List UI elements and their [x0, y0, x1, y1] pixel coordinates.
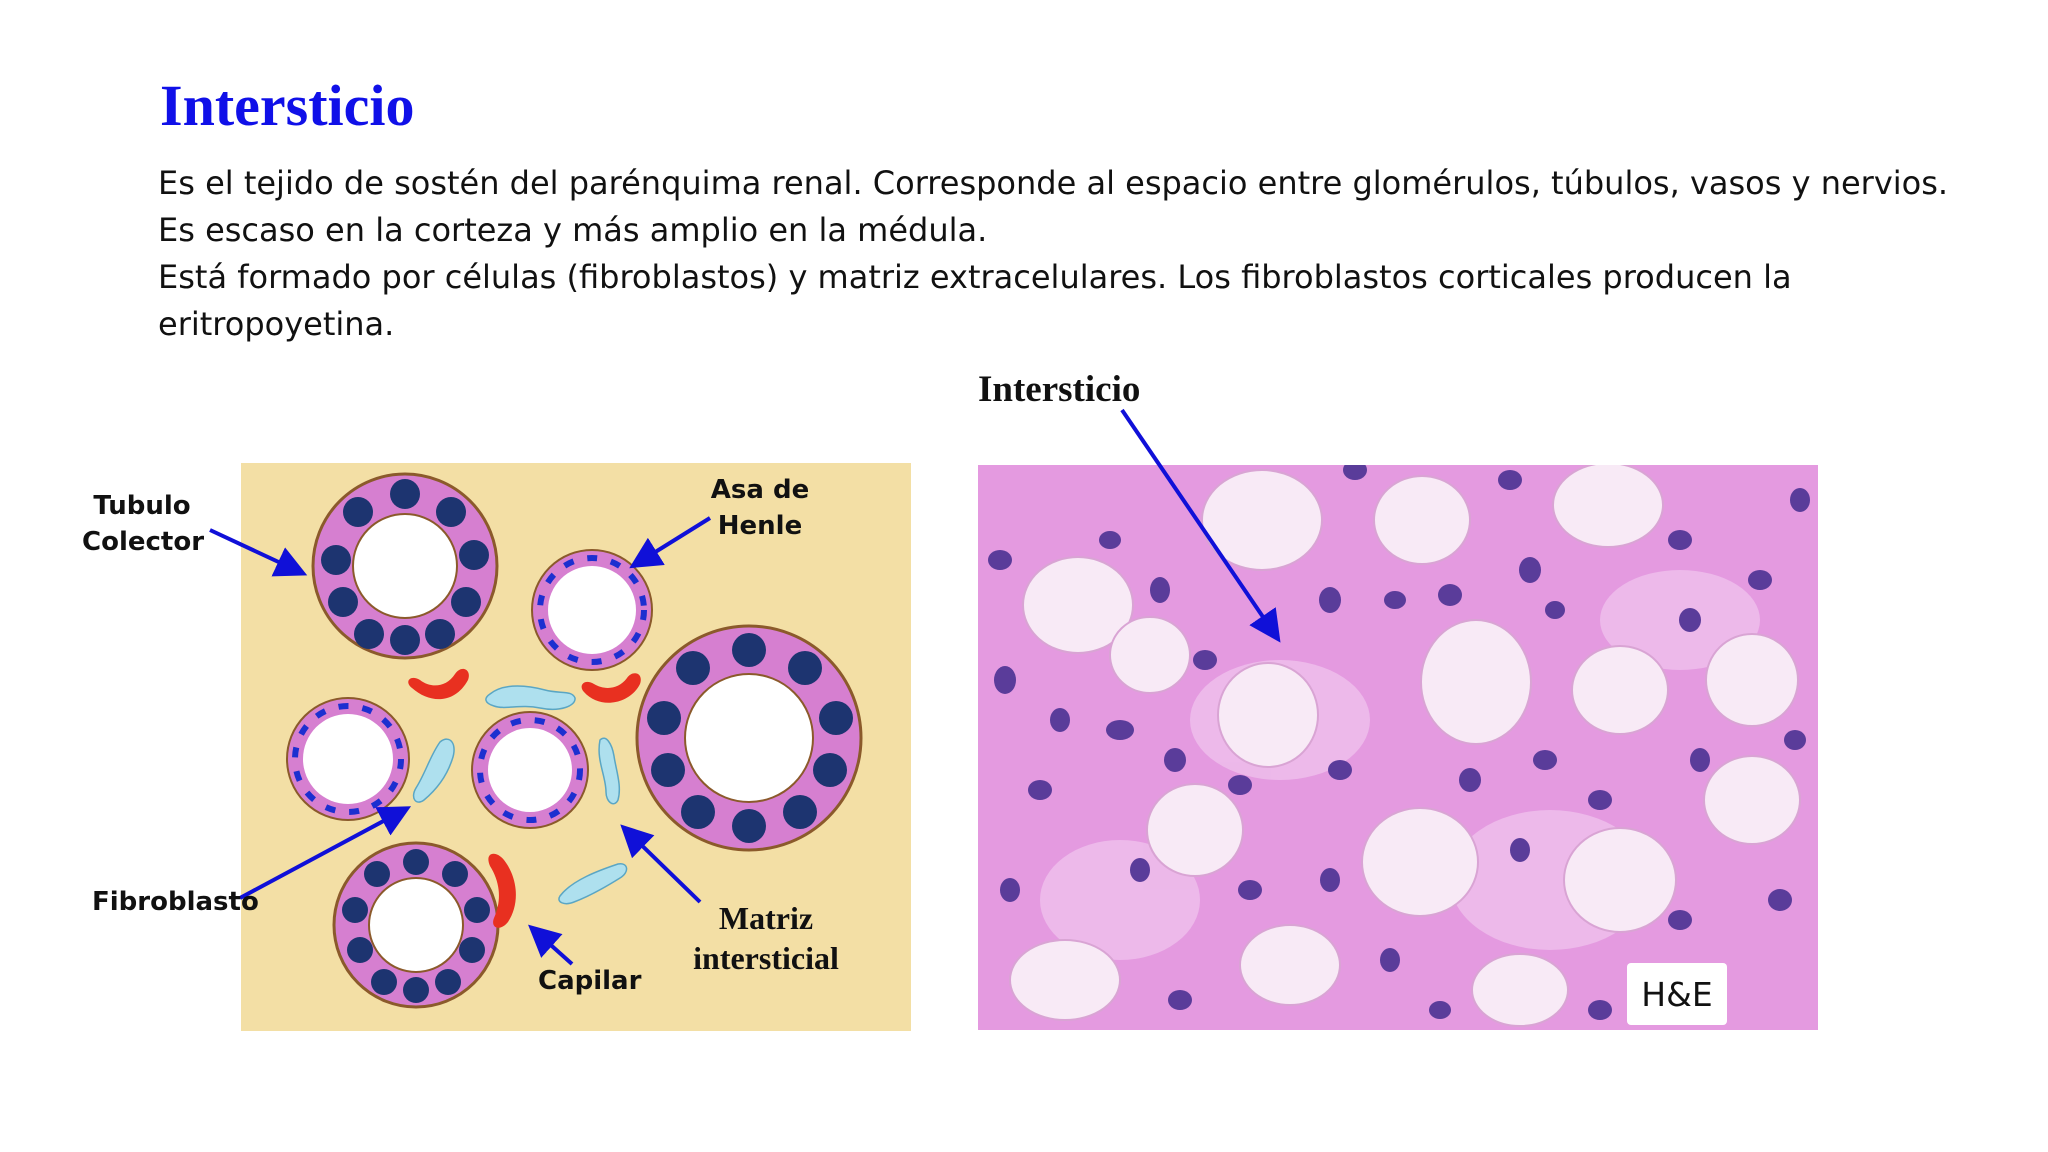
fibroblasts	[412, 685, 628, 905]
fibroblast-1	[485, 685, 576, 710]
slide-title: Intersticio	[160, 73, 415, 138]
label-asa-de-henle: Asa de Henle	[700, 472, 820, 544]
diagram-arrows	[209, 516, 712, 966]
label-matriz-line2: intersticial	[693, 940, 839, 976]
arrow-asa	[629, 516, 712, 569]
micrograph-nuclei	[988, 465, 1810, 1020]
label-tubulo-line1: Tubulo	[93, 491, 191, 521]
capillary-3	[488, 853, 516, 928]
arrow-fibroblasto	[239, 806, 412, 900]
micrograph-arrow	[1120, 408, 1281, 643]
thin-tubule-left	[286, 697, 410, 821]
stain-badge: H&E	[1627, 963, 1727, 1025]
label-capilar: Capilar	[538, 966, 642, 996]
label-matriz-line1: Matriz	[718, 900, 814, 936]
diagram-tubules	[286, 472, 863, 1009]
fibroblast-2	[412, 738, 455, 803]
collecting-tubule-right	[635, 624, 863, 852]
label-tubulo-colector: Tubulo Colector	[82, 488, 205, 560]
capillaries	[408, 668, 641, 928]
arrow-capilar	[528, 924, 574, 966]
micrograph-image	[978, 465, 1818, 1030]
paragraph-2: Está formado por células (fibroblastos) …	[158, 258, 1792, 343]
label-fibroblasto: Fibroblasto	[92, 887, 259, 917]
capillary-2	[581, 673, 641, 703]
collecting-tubule-top	[311, 472, 499, 660]
arrow-tubulo	[209, 528, 308, 577]
fibroblast-3	[598, 737, 621, 805]
thin-tubule-center	[471, 711, 589, 829]
label-asa-line1: Asa de	[710, 475, 810, 505]
micrograph-title: Intersticio	[978, 369, 1141, 410]
collecting-tubule-bottom	[332, 841, 500, 1009]
arrow-matriz	[620, 824, 702, 904]
label-asa-line2: Henle	[717, 511, 803, 541]
slide-body: Es el tejido de sostén del parénquima re…	[158, 160, 1958, 348]
paragraph-1: Es el tejido de sostén del parénquima re…	[158, 164, 1949, 249]
label-tubulo-line2: Colector	[82, 527, 205, 557]
fibroblast-4	[558, 863, 628, 905]
micrograph-lumens	[1009, 465, 1801, 1027]
capillary-1	[408, 668, 469, 700]
label-matriz-intersticial: Matriz intersticial	[676, 898, 856, 978]
henle-loop-tubule	[531, 549, 653, 671]
